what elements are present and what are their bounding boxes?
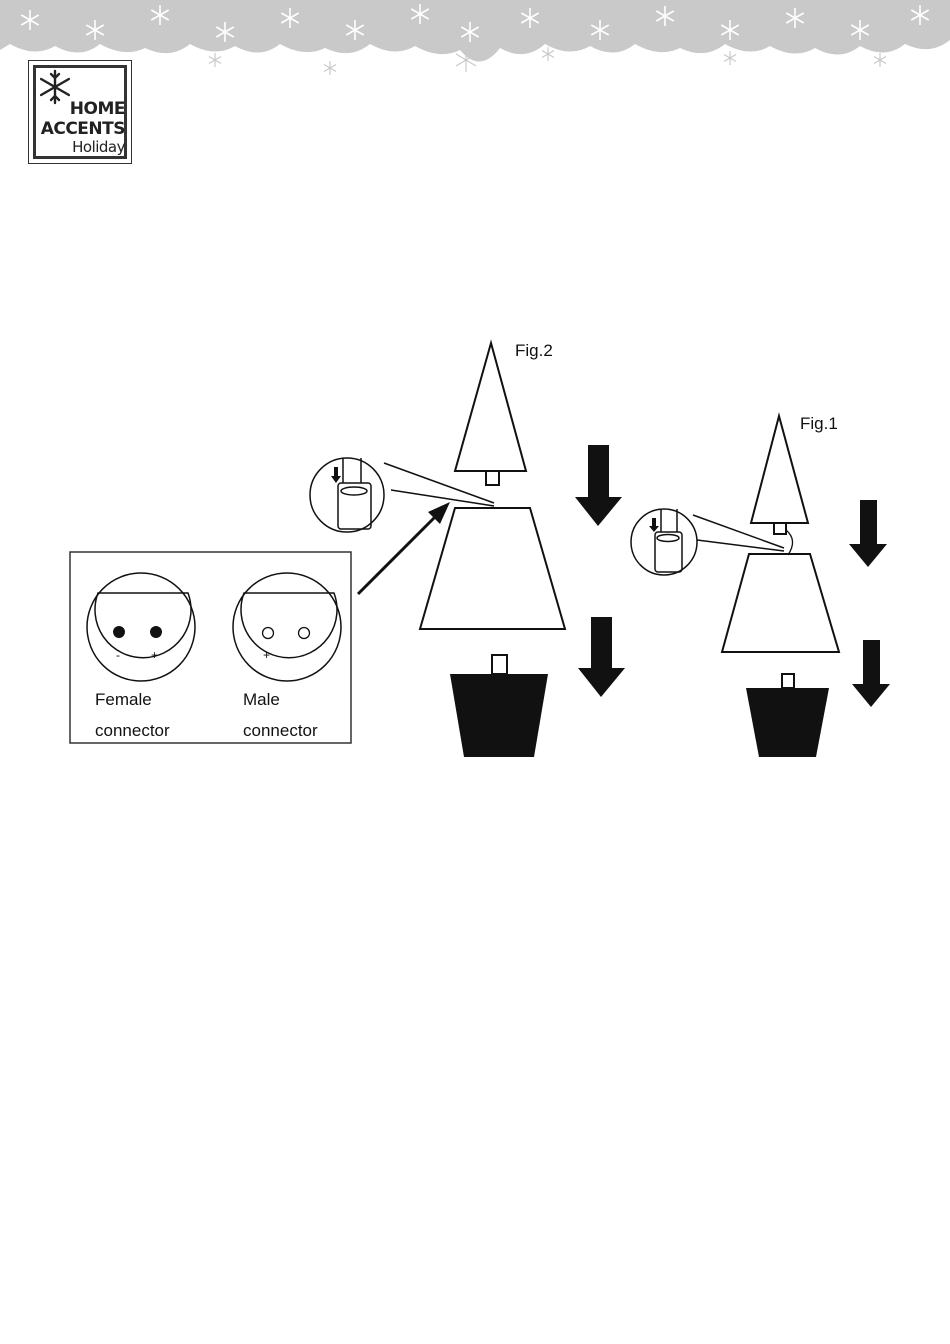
fig1-middle-section — [722, 554, 839, 652]
female-pin-right-label: + — [151, 648, 158, 662]
connector-pointer-arrow — [358, 502, 450, 594]
connector-detail-box: - + Female connector + - Male connector — [70, 552, 351, 743]
down-arrow-icon — [578, 617, 625, 697]
fig2-top-stub — [486, 471, 499, 485]
female-pin-left-label: - — [116, 648, 120, 662]
down-arrow-icon — [849, 500, 887, 567]
male-pin-right-label: - — [300, 648, 304, 662]
fig2-arrows — [575, 445, 625, 697]
fig2-middle-section — [420, 508, 565, 629]
fig2-top-section — [455, 343, 526, 471]
fig2-base-bucket — [450, 655, 548, 757]
fig1-label: Fig.1 — [800, 414, 838, 433]
male-connector-label-1: Male — [243, 690, 280, 709]
insert-arrow-icon — [331, 467, 341, 483]
fig2-tree — [420, 343, 565, 629]
down-arrow-icon — [852, 640, 890, 707]
female-connector-label-2: connector — [95, 721, 170, 740]
male-pin-right — [299, 628, 310, 639]
fig1-base-bucket — [746, 674, 829, 757]
fig2-label: Fig.2 — [515, 341, 553, 360]
female-pin-right — [150, 626, 162, 638]
male-pin-left-label: + — [263, 648, 270, 662]
male-connector-label-2: connector — [243, 721, 318, 740]
down-arrow-icon — [575, 445, 622, 526]
fig1-top-stub — [774, 523, 786, 534]
fig1-arrows — [849, 500, 890, 707]
female-pin-left — [113, 626, 125, 638]
fig1-tree — [722, 416, 839, 652]
female-connector-label-1: Female — [95, 690, 152, 709]
insert-arrow-icon — [649, 518, 659, 532]
male-pin-left — [263, 628, 274, 639]
